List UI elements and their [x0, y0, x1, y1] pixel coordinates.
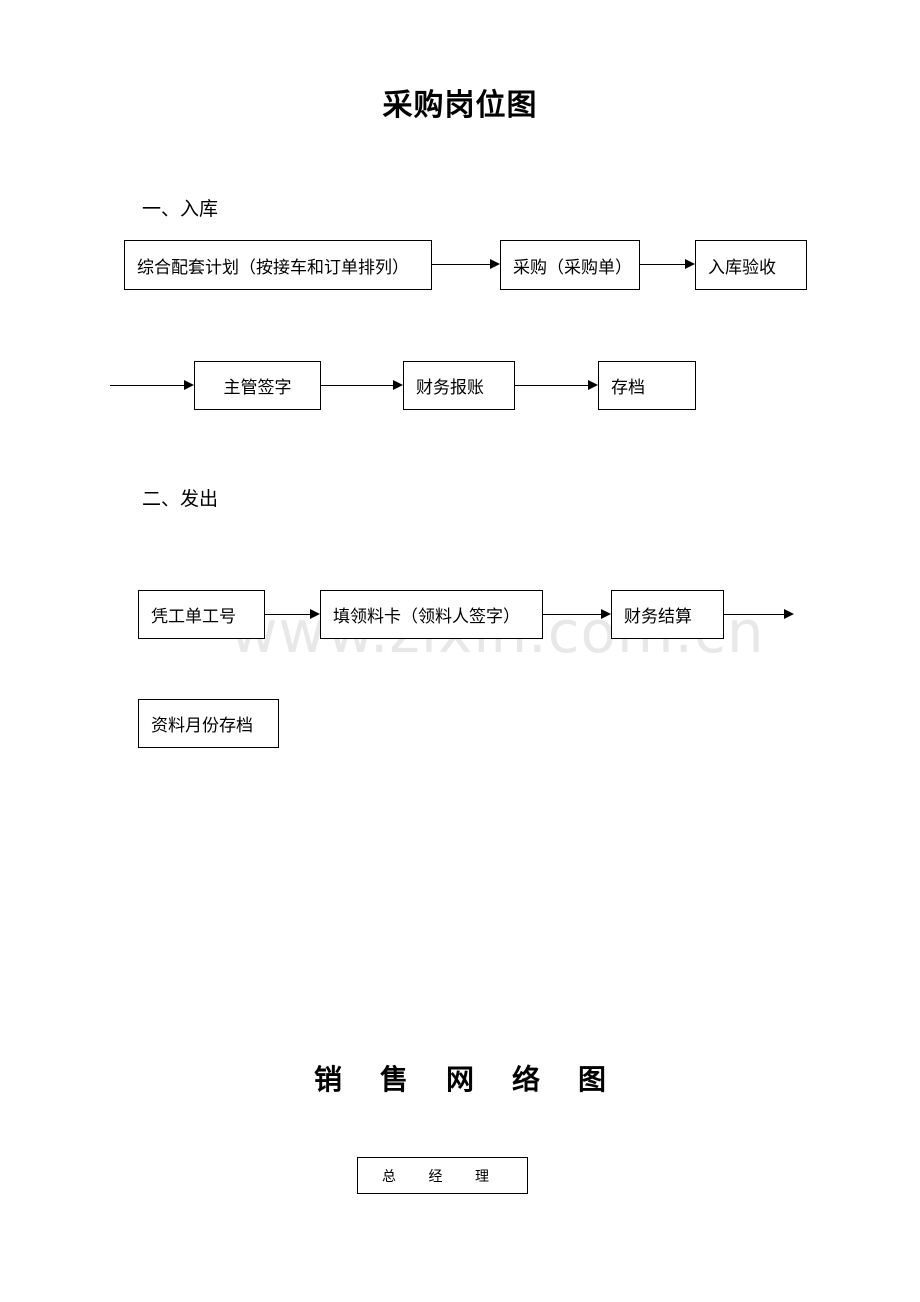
box-supervisor-sign: 主管签字 [194, 361, 321, 410]
section-heading-outbound: 二、发出 [142, 488, 219, 510]
box-purchase: 采购（采购单） [500, 240, 640, 290]
sales-title-char: 图 [578, 1063, 607, 1096]
box-finance-report: 财务报账 [403, 361, 515, 410]
arrow-into-supervisor [110, 380, 194, 390]
box-monthly-archive: 资料月份存档 [138, 699, 279, 748]
sales-title-char: 销 [313, 1063, 342, 1096]
box-work-order: 凭工单工号 [138, 590, 265, 639]
arrow-supervisor-to-finance [321, 380, 403, 390]
sales-title-char: 络 [512, 1063, 541, 1096]
box-general-manager: 总 经 理 [357, 1157, 528, 1194]
arrow-plan-to-purchase [432, 259, 500, 269]
box-settlement: 财务结算 [611, 590, 724, 639]
arrow-purchase-to-inspection [640, 259, 695, 269]
arrow-finance-to-archive [515, 380, 598, 390]
arrow-order-to-card [265, 609, 320, 619]
sales-network-title: 销售网络图 [0, 1058, 920, 1098]
section-heading-inbound: 一、入库 [142, 198, 219, 220]
page-title: 采购岗位图 [382, 88, 538, 123]
box-requisition-card: 填领料卡（领料人签字） [320, 590, 543, 639]
sales-title-char: 售 [379, 1063, 408, 1096]
arrow-settlement-out [724, 609, 794, 619]
sales-title-char: 网 [445, 1063, 474, 1096]
box-inspection: 入库验收 [695, 240, 807, 290]
arrow-card-to-settlement [543, 609, 611, 619]
box-archive: 存档 [598, 361, 696, 410]
box-plan: 综合配套计划（按接车和订单排列） [124, 240, 432, 290]
